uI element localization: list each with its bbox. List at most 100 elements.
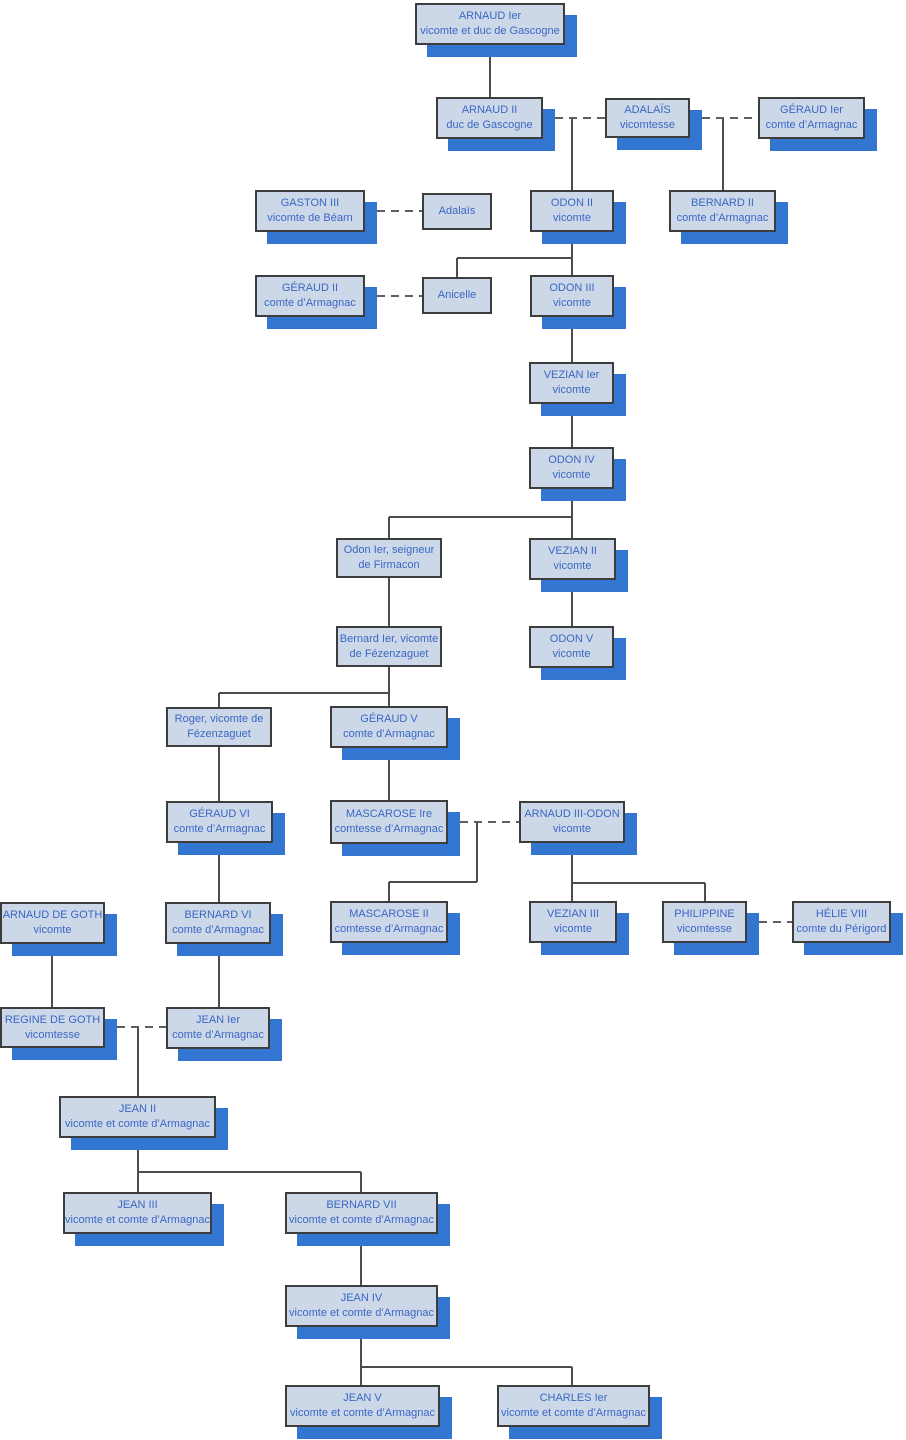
- tree-node-odon-iv: ODON IV vicomte: [529, 447, 614, 489]
- node-subtitle: comte d’Armagnac: [676, 212, 769, 224]
- node-subtitle: vicomte et comte d’Armagnac: [65, 1118, 210, 1130]
- node-subtitle: de Fézenzaguet: [349, 647, 429, 660]
- node-name: VEZIAN II: [548, 545, 597, 557]
- node-name: GÉRAUD Ier: [780, 104, 843, 116]
- node-name: Adalaïs: [438, 205, 476, 217]
- node-name: ARNAUD III-ODON: [524, 808, 620, 820]
- node-name: JEAN II: [118, 1103, 157, 1115]
- node-name: ODON III: [549, 282, 595, 294]
- node-name: ARNAUD Ier: [458, 10, 522, 22]
- node-name: BERNARD II: [691, 197, 754, 209]
- tree-node-anicelle: Anicelle: [422, 277, 492, 314]
- tree-node-regine-de-goth: REGINE DE GOTH vicomtesse: [0, 1007, 105, 1048]
- tree-node-bernard-ii: BERNARD II comte d’Armagnac: [669, 190, 776, 232]
- node-name: ARNAUD II: [461, 104, 518, 116]
- node-subtitle: comte d’Armagnac: [765, 119, 858, 131]
- node-name: GÉRAUD V: [360, 713, 418, 725]
- node-subtitle: de Firmacon: [358, 559, 420, 571]
- node-subtitle: vicomte et comte d’Armagnac: [289, 1214, 434, 1226]
- node-subtitle: vicomte et comte d’Armagnac: [501, 1407, 646, 1419]
- tree-node-adalais-vicomtesse: ADALAÏS vicomtesse: [605, 98, 690, 138]
- node-subtitle: comtesse d’Armagnac: [334, 823, 444, 835]
- node-name: MASCAROSE II: [349, 908, 429, 920]
- node-subtitle: vicomte: [554, 923, 592, 935]
- node-name: ARNAUD DE GOTH: [2, 909, 103, 921]
- tree-node-gaston-iii: GASTON III vicomte de Béarn: [255, 190, 365, 232]
- node-subtitle: vicomte: [553, 560, 592, 572]
- node-name: CHARLES Ier: [539, 1392, 608, 1404]
- tree-node-jean-v: JEAN V vicomte et comte d’Armagnac: [285, 1385, 440, 1427]
- node-subtitle: vicomte: [553, 212, 591, 224]
- node-name: ADALAÏS: [624, 104, 671, 116]
- tree-node-jean-ii: JEAN II vicomte et comte d’Armagnac: [59, 1096, 216, 1138]
- node-subtitle: comte du Périgord: [796, 923, 887, 935]
- node-subtitle: vicomte: [33, 924, 72, 936]
- tree-node-jean-ier: JEAN Ier comte d’Armagnac: [166, 1007, 270, 1049]
- tree-node-arnaud-de-goth: ARNAUD DE GOTH vicomte: [0, 902, 105, 944]
- tree-node-mascarose-ire: MASCAROSE Ire comtesse d’Armagnac: [330, 800, 448, 844]
- tree-node-bernard-ier: Bernard Ier, vicomte de Fézenzaguet: [336, 626, 442, 667]
- node-name: JEAN Ier: [195, 1014, 240, 1026]
- tree-node-odon-ii: ODON II vicomte: [530, 190, 614, 232]
- node-name: REGINE DE GOTH: [4, 1013, 101, 1026]
- node-name: Roger, vicomte de: [174, 713, 264, 725]
- tree-node-jean-iv: JEAN IV vicomte et comte d’Armagnac: [285, 1285, 438, 1327]
- node-subtitle: vicomtesse: [676, 923, 733, 935]
- node-subtitle: vicomte: [553, 297, 591, 309]
- node-subtitle: duc de Gascogne: [446, 119, 533, 131]
- node-subtitle: vicomte: [552, 384, 591, 396]
- node-subtitle: vicomte: [552, 648, 591, 660]
- node-name: GÉRAUD VI: [189, 808, 250, 820]
- tree-node-odon-iii: ODON III vicomte: [530, 275, 614, 317]
- node-subtitle: vicomte et comte d’Armagnac: [290, 1407, 435, 1419]
- node-name: Odon Ier, seigneur: [343, 544, 435, 556]
- node-name: ODON V: [549, 633, 594, 645]
- node-name: Bernard Ier, vicomte: [339, 632, 439, 645]
- tree-node-geraud-vi: GÉRAUD VI comte d’Armagnac: [166, 801, 273, 843]
- node-name: VEZIAN III: [547, 908, 599, 920]
- tree-node-mascarose-ii: MASCAROSE II comtesse d’Armagnac: [330, 901, 448, 943]
- node-subtitle: vicomte et duc de Gascogne: [420, 25, 560, 37]
- node-name: BERNARD VI: [184, 909, 252, 921]
- node-name: GÉRAUD II: [281, 282, 339, 294]
- node-subtitle: comte d’Armagnac: [172, 1029, 264, 1041]
- node-name: PHILIPPINE: [674, 908, 735, 920]
- node-subtitle: vicomte: [552, 469, 591, 481]
- tree-node-philippine: PHILIPPINE vicomtesse: [662, 901, 747, 943]
- node-subtitle: vicomte et comte d’Armagnac: [65, 1214, 210, 1226]
- tree-node-bernard-vi: BERNARD VI comte d’Armagnac: [165, 902, 271, 944]
- tree-node-geraud-v: GÉRAUD V comte d’Armagnac: [330, 706, 448, 748]
- tree-node-adalais: Adalaïs: [422, 193, 492, 230]
- node-name: HÉLIE VIII: [815, 908, 868, 920]
- node-name: ODON II: [550, 197, 594, 209]
- tree-node-vezian-ii: VEZIAN II vicomte: [529, 538, 616, 580]
- tree-node-vezian-ier: VEZIAN Ier vicomte: [529, 362, 614, 404]
- node-name: GASTON III: [280, 197, 340, 209]
- tree-node-vezian-iii: VEZIAN III vicomte: [529, 901, 617, 943]
- tree-node-charles-ier: CHARLES Ier vicomte et comte d’Armagnac: [497, 1385, 650, 1427]
- node-name: Anicelle: [437, 289, 477, 301]
- node-subtitle: comte d’Armagnac: [173, 823, 266, 835]
- node-subtitle: vicomte et comte d’Armagnac: [289, 1307, 434, 1319]
- tree-node-geraud-ii: GÉRAUD II comte d’Armagnac: [255, 275, 365, 317]
- node-subtitle: comte d’Armagnac: [264, 297, 356, 309]
- tree-node-bernard-vii: BERNARD VII vicomte et comte d’Armagnac: [285, 1192, 438, 1234]
- node-subtitle: vicomte de Béarn: [267, 212, 353, 224]
- node-subtitle: comte d’Armagnac: [343, 728, 435, 740]
- tree-node-arnaud-ier: ARNAUD Ier vicomte et duc de Gascogne: [415, 3, 565, 45]
- tree-node-roger: Roger, vicomte de Fézenzaguet: [166, 707, 272, 747]
- node-name: ODON IV: [548, 454, 595, 466]
- tree-node-odon-v: ODON V vicomte: [529, 626, 614, 668]
- tree-node-geraud-ier: GÉRAUD Ier comte d’Armagnac: [758, 97, 865, 139]
- node-subtitle: vicomtesse: [619, 119, 676, 131]
- tree-node-odon-ier: Odon Ier, seigneur de Firmacon: [336, 538, 442, 578]
- node-name: BERNARD VII: [326, 1199, 397, 1211]
- tree-node-arnaud-ii: ARNAUD II duc de Gascogne: [436, 97, 543, 139]
- node-name: VEZIAN Ier: [543, 369, 600, 381]
- tree-node-helie-viii: HÉLIE VIII comte du Périgord: [792, 901, 891, 943]
- node-subtitle: comte d’Armagnac: [172, 924, 264, 936]
- node-subtitle: comtesse d’Armagnac: [334, 923, 444, 935]
- tree-node-arnaud-iii-odon: ARNAUD III-ODON vicomte: [519, 801, 625, 843]
- node-name: JEAN IV: [340, 1292, 383, 1304]
